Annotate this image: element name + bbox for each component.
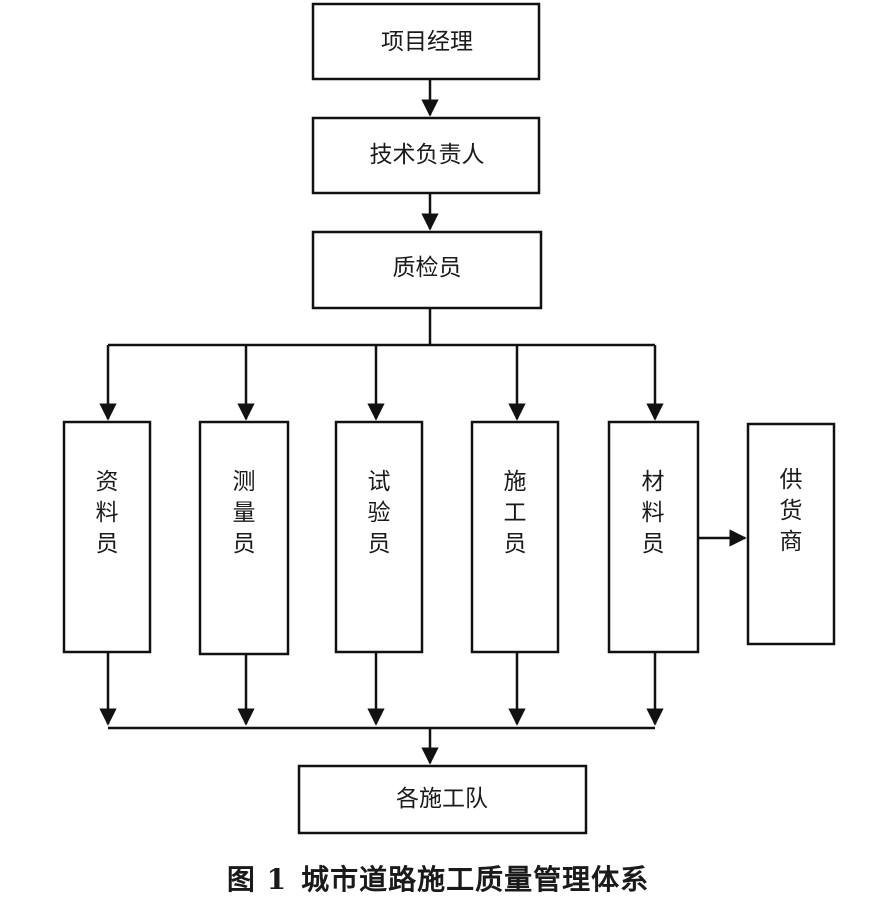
role-box-3	[334, 420, 424, 654]
project-manager-box	[311, 2, 541, 81]
role-label-2: 测量员	[233, 469, 256, 557]
role-box-4	[470, 420, 560, 654]
tech-lead-label: 技术负责人	[370, 142, 485, 168]
construction-teams-label: 各施工队	[396, 786, 488, 812]
supplier-box	[746, 422, 836, 646]
role-box-1	[62, 420, 152, 654]
role-label-1: 资料员	[96, 469, 119, 557]
figure-caption: 图 1 城市道路施工质量管理体系	[0, 858, 876, 898]
role-label-4: 施工员	[504, 469, 527, 557]
construction-teams-box	[297, 764, 588, 835]
role-box-2	[198, 420, 290, 656]
quality-inspector-label: 质检员	[393, 255, 462, 281]
figure-title: 城市道路施工质量管理体系	[301, 863, 650, 896]
org-chart: 项目经理 技术负责人 质检员 各施工队 资料员 测量员 试验员 施工员 材料员 …	[62, 2, 836, 835]
role-label-3: 试验员	[368, 469, 391, 557]
role-label-5: 材料员	[642, 469, 665, 557]
figure-number: 图 1	[226, 863, 288, 896]
project-manager-label: 项目经理	[381, 29, 473, 55]
role-box-5	[607, 420, 700, 654]
quality-inspector-box	[311, 230, 543, 310]
tech-lead-box	[311, 116, 541, 195]
supplier-label: 供货商	[780, 467, 803, 555]
